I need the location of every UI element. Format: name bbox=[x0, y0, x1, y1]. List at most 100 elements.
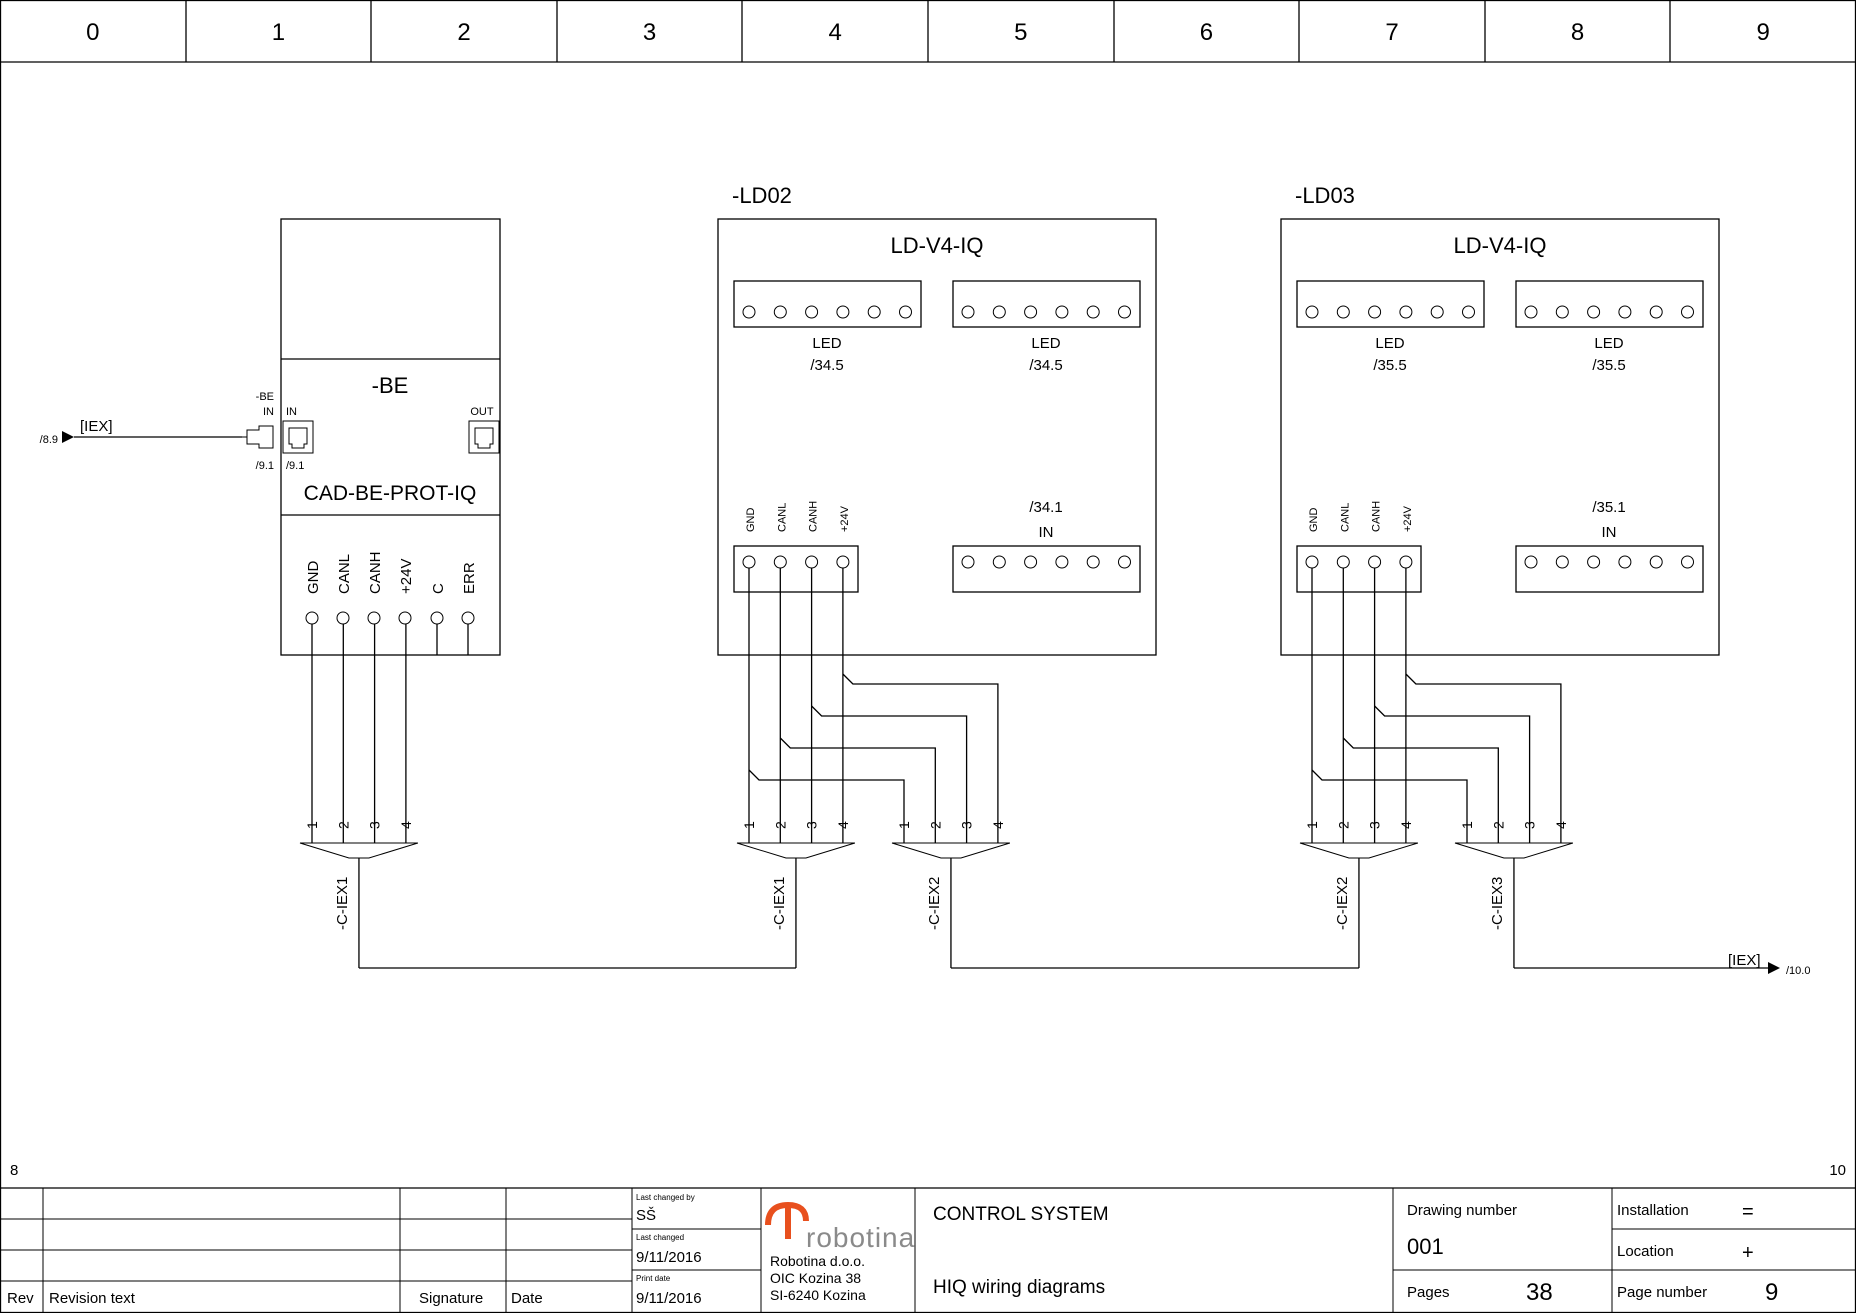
led-connector bbox=[952, 280, 1141, 328]
led-terminal bbox=[992, 305, 1006, 319]
in-terminal bbox=[1681, 555, 1694, 569]
led-terminal bbox=[1055, 305, 1069, 319]
grid-column-label: 6 bbox=[1200, 19, 1213, 46]
led-terminal bbox=[1118, 305, 1131, 319]
pages-value: 38 bbox=[1526, 1279, 1553, 1306]
grid-column-label: 7 bbox=[1385, 19, 1398, 46]
can-pin-label: CANL bbox=[776, 503, 788, 532]
ld-branch-wire bbox=[779, 737, 936, 843]
led-terminal bbox=[1368, 305, 1382, 319]
page-number-value: 9 bbox=[1765, 1279, 1778, 1306]
be-pin-label: CANL bbox=[336, 554, 353, 594]
be-pin-label: +24V bbox=[398, 559, 415, 594]
grid-column-dividers bbox=[185, 0, 1671, 62]
can-terminal bbox=[805, 555, 819, 569]
ld-module-frame bbox=[1280, 218, 1720, 656]
grid-column-label: 0 bbox=[86, 19, 99, 46]
led-terminal bbox=[1618, 305, 1632, 319]
be-pin-terminal bbox=[367, 611, 381, 625]
be-side-in: IN bbox=[263, 406, 274, 418]
print-date-value: 9/11/2016 bbox=[636, 1290, 702, 1307]
be-port-in-label: IN bbox=[286, 406, 297, 418]
be-port-in-icon bbox=[282, 420, 314, 454]
led-terminal bbox=[1336, 305, 1350, 319]
led-terminal bbox=[961, 305, 975, 319]
cable-label: -C-IEX1 bbox=[334, 877, 351, 930]
cable-label: -C-IEX2 bbox=[926, 877, 943, 930]
can-pin-label: +24V bbox=[839, 505, 851, 532]
be-port-out-icon bbox=[468, 420, 500, 454]
title-block: Rev Revision text Signature Date Last ch… bbox=[0, 1187, 1856, 1313]
company-address-1: OIC Kozina 38 bbox=[770, 1270, 861, 1286]
ld-branch-wire bbox=[1405, 673, 1562, 843]
project-title: CONTROL SYSTEM bbox=[933, 1204, 1109, 1225]
in-terminal bbox=[1118, 555, 1131, 569]
input-reference: /8.9 [IEX] bbox=[40, 418, 242, 446]
can-pin-label: CANL bbox=[1339, 503, 1351, 532]
can-terminal bbox=[742, 555, 756, 569]
led-label: LED bbox=[1031, 335, 1060, 352]
in-terminal bbox=[1086, 555, 1100, 569]
led-terminal bbox=[899, 305, 912, 319]
ld-module-tag: -LD03 bbox=[1295, 183, 1355, 208]
ld-branch-wire bbox=[842, 673, 999, 843]
led-terminal bbox=[1086, 305, 1100, 319]
robotina-logo: robotina bbox=[765, 1201, 914, 1253]
ld-module-tag: -LD02 bbox=[732, 183, 792, 208]
be-port-out-label: OUT bbox=[470, 406, 494, 418]
led-terminal bbox=[1649, 305, 1663, 319]
in-label: IN bbox=[1039, 524, 1054, 541]
led-terminal bbox=[1399, 305, 1413, 319]
grid-column-label: 3 bbox=[643, 19, 656, 46]
in-terminal bbox=[1555, 555, 1569, 569]
be-plug-icon bbox=[242, 425, 274, 449]
prev-page-indicator: 8 bbox=[10, 1162, 18, 1179]
can-connector bbox=[733, 545, 859, 593]
led-connector bbox=[1515, 280, 1704, 328]
led-connector bbox=[1296, 280, 1485, 328]
ld-branch-wire bbox=[1374, 705, 1531, 843]
be-pin-label: C bbox=[430, 583, 447, 594]
rev-header: Rev bbox=[7, 1290, 34, 1307]
drawing-number-label: Drawing number bbox=[1407, 1202, 1517, 1219]
in-terminal bbox=[1055, 555, 1069, 569]
led-connector bbox=[733, 280, 922, 328]
led-terminal bbox=[836, 305, 850, 319]
grid-column-label: 2 bbox=[457, 19, 470, 46]
drawing-subtitle: HIQ wiring diagrams bbox=[933, 1277, 1105, 1298]
output-page-ref: /10.0 bbox=[1786, 965, 1810, 977]
led-label: LED bbox=[1375, 335, 1404, 352]
grid-column-label: 1 bbox=[272, 19, 285, 46]
cable-bundle-funnel bbox=[1299, 842, 1419, 859]
can-terminal bbox=[773, 555, 787, 569]
last-changed-by-label: Last changed by bbox=[636, 1193, 695, 1202]
next-page-indicator: 10 bbox=[1829, 1162, 1846, 1179]
company-name: Robotina d.o.o. bbox=[770, 1253, 865, 1269]
grid-column-label: 5 bbox=[1014, 19, 1027, 46]
last-changed-value: 9/11/2016 bbox=[636, 1249, 702, 1266]
led-terminal bbox=[773, 305, 787, 319]
led-terminal bbox=[1587, 305, 1601, 319]
in-terminal bbox=[1024, 555, 1038, 569]
pages-label: Pages bbox=[1407, 1284, 1450, 1301]
be-ref-right: /9.1 bbox=[286, 460, 304, 472]
cable-bundle-funnel bbox=[891, 842, 1011, 859]
led-terminal bbox=[867, 305, 881, 319]
be-pin-label: ERR bbox=[461, 562, 478, 594]
page-number-label: Page number bbox=[1617, 1284, 1707, 1301]
led-terminal bbox=[1305, 305, 1319, 319]
led-terminal bbox=[1462, 305, 1475, 319]
be-pin-terminal bbox=[430, 611, 444, 625]
be-module: -BE CAD-BE-PROT-IQ IN OUT -BE IN /9.1 /9… bbox=[242, 218, 501, 656]
installation-label: Installation bbox=[1617, 1202, 1689, 1219]
cable-bundle-funnel bbox=[736, 842, 856, 859]
be-pin-terminal bbox=[398, 611, 412, 625]
drawing-number-value: 001 bbox=[1407, 1234, 1444, 1259]
led-page-ref: /35.5 bbox=[1592, 357, 1625, 374]
